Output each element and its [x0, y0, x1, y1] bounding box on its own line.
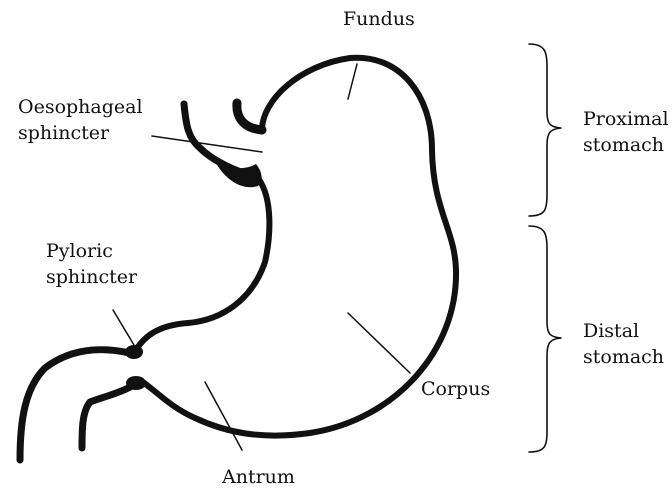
duodenum-lower-wall [82, 386, 132, 448]
oesophageal-sphincter-label: Oesophageal sphincter [18, 94, 143, 146]
proximal-stomach-label: Proximal stomach [583, 106, 669, 158]
antrum-pointer [205, 382, 242, 450]
pyloric-sphincter-lower-mark [126, 376, 146, 390]
pyloric-sphincter-label: Pyloric sphincter [46, 238, 137, 290]
distal-brace [529, 226, 561, 452]
pyloric-sphincter-upper-mark [125, 345, 143, 359]
pyloric-sphincter-pointer [113, 310, 134, 345]
antrum-label: Antrum [222, 464, 295, 490]
corpus-pointer [348, 313, 410, 373]
lesser-curvature-outline [136, 178, 269, 350]
fundus-hook-outline [237, 103, 262, 130]
fundus-pointer [348, 64, 357, 99]
fundus-label: Fundus [343, 6, 415, 32]
distal-stomach-label: Distal stomach [583, 318, 664, 370]
oesophageal-sphincter-pointer [152, 136, 262, 152]
corpus-label: Corpus [421, 376, 490, 402]
proximal-brace [529, 44, 561, 216]
duodenum-upper-wall [20, 350, 134, 460]
